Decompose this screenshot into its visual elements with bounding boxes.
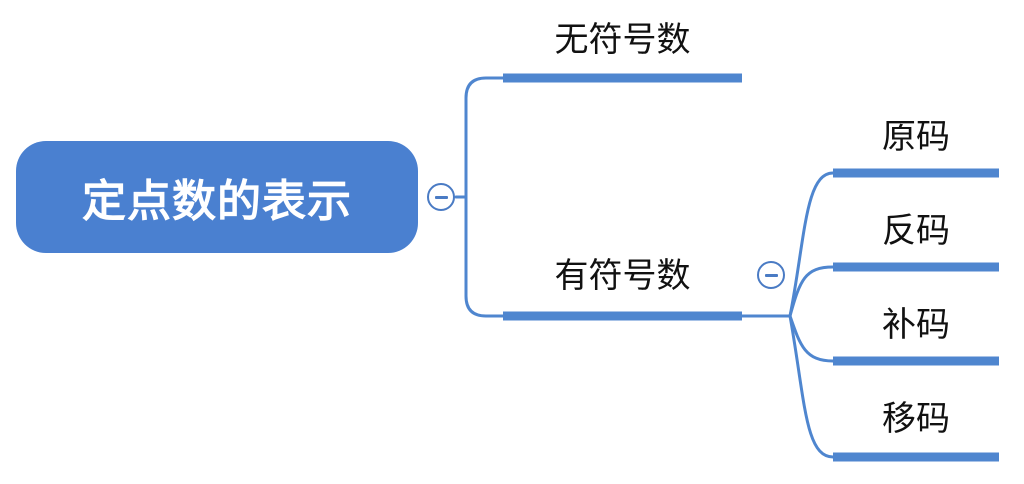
- connector-signed-to-biased: [788, 314, 835, 459]
- connector-root-to-unsigned: [464, 76, 505, 199]
- root-topic-label: 定点数的表示: [82, 176, 352, 227]
- branch-signed-label: 有符号数: [554, 256, 691, 296]
- branch-unsigned[interactable]: 无符号数: [503, 20, 742, 60]
- root-topic[interactable]: 定点数的表示: [16, 141, 418, 253]
- branch-signed[interactable]: 有符号数: [503, 256, 742, 296]
- collapse-root-button[interactable]: [427, 183, 455, 211]
- minus-circle-icon: [764, 273, 778, 277]
- leaf-biased-label: 移码: [882, 399, 950, 439]
- branch-unsigned-label: 无符号数: [554, 20, 691, 60]
- leaf-sign-magnitude-label: 原码: [882, 117, 950, 157]
- leaf-sign-magnitude[interactable]: 原码: [833, 117, 999, 157]
- connector-signed-to-sign-magnitude: [788, 171, 835, 318]
- leaf-twos-complement[interactable]: 补码: [833, 305, 999, 345]
- collapse-signed-button[interactable]: [757, 261, 785, 289]
- minus-circle-icon: [434, 195, 448, 199]
- connector-signed-to-ones-complement: [788, 265, 835, 318]
- leaf-biased[interactable]: 移码: [833, 399, 999, 439]
- leaf-ones-complement[interactable]: 反码: [833, 211, 999, 251]
- leaf-twos-complement-label: 补码: [882, 305, 950, 345]
- connector-root-to-signed: [464, 195, 505, 318]
- leaf-ones-complement-label: 反码: [882, 211, 950, 251]
